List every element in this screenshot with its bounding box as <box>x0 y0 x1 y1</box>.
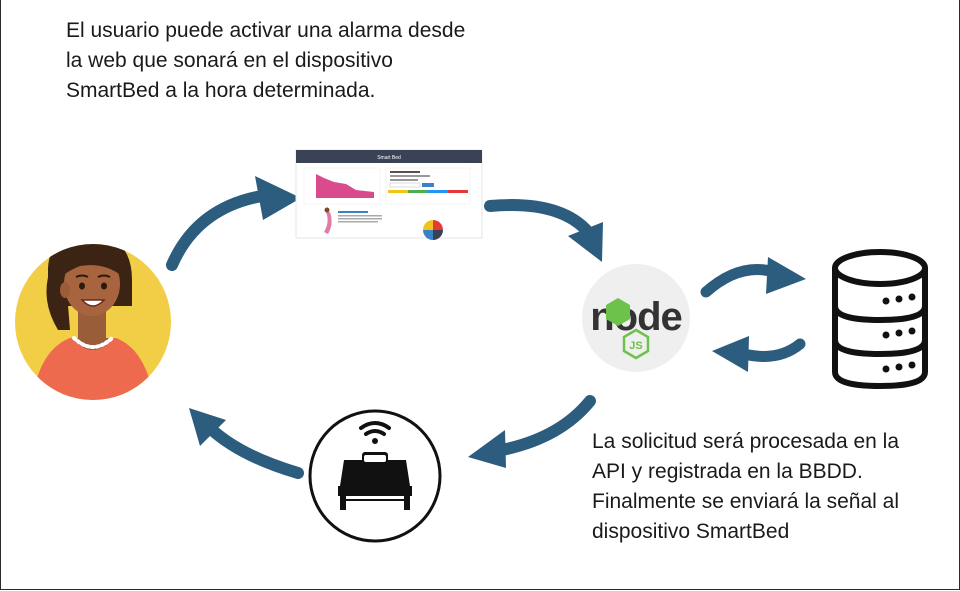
database-icon <box>832 249 928 390</box>
node-wordmark: node <box>590 295 682 339</box>
thumbnail-brand: Smart Bed <box>377 155 401 161</box>
nodejs-logo-icon: node JS <box>582 264 690 372</box>
wifi-bed-icon <box>308 409 442 543</box>
bottom-caption-line-2: API y registrada en la BBDD. <box>592 460 863 483</box>
wifi-icon <box>359 421 391 436</box>
arrow-api-to-device-icon <box>468 395 596 468</box>
bottom-caption-line-1: La solicitud será procesada en la <box>592 430 900 453</box>
web-dashboard-thumbnail: Smart Bed <box>295 149 483 240</box>
bottom-caption-line-3: Finalmente se enviará la señal al <box>592 490 900 513</box>
bottom-caption: La solicitud será procesada en la API y … <box>592 427 958 547</box>
top-caption-line-2: la web que sonará en el dispositivo <box>66 49 393 72</box>
arrow-api-to-database-icon <box>700 257 806 298</box>
arrow-user-to-web-icon <box>166 176 301 271</box>
bottom-caption-line-4: dispositivo SmartBed <box>592 520 790 543</box>
woman-avatar-icon <box>15 244 171 400</box>
top-caption: El usuario puede activar una alarma desd… <box>66 16 586 106</box>
top-caption-line-1: El usuario puede activar una alarma desd… <box>66 19 466 42</box>
top-caption-line-3: SmartBed a la hora determinada. <box>66 79 376 102</box>
arrow-device-to-user-icon <box>189 408 304 479</box>
arrow-web-to-api-icon <box>484 199 603 262</box>
js-badge: JS <box>629 340 642 352</box>
arrow-database-to-api-icon <box>712 336 806 372</box>
